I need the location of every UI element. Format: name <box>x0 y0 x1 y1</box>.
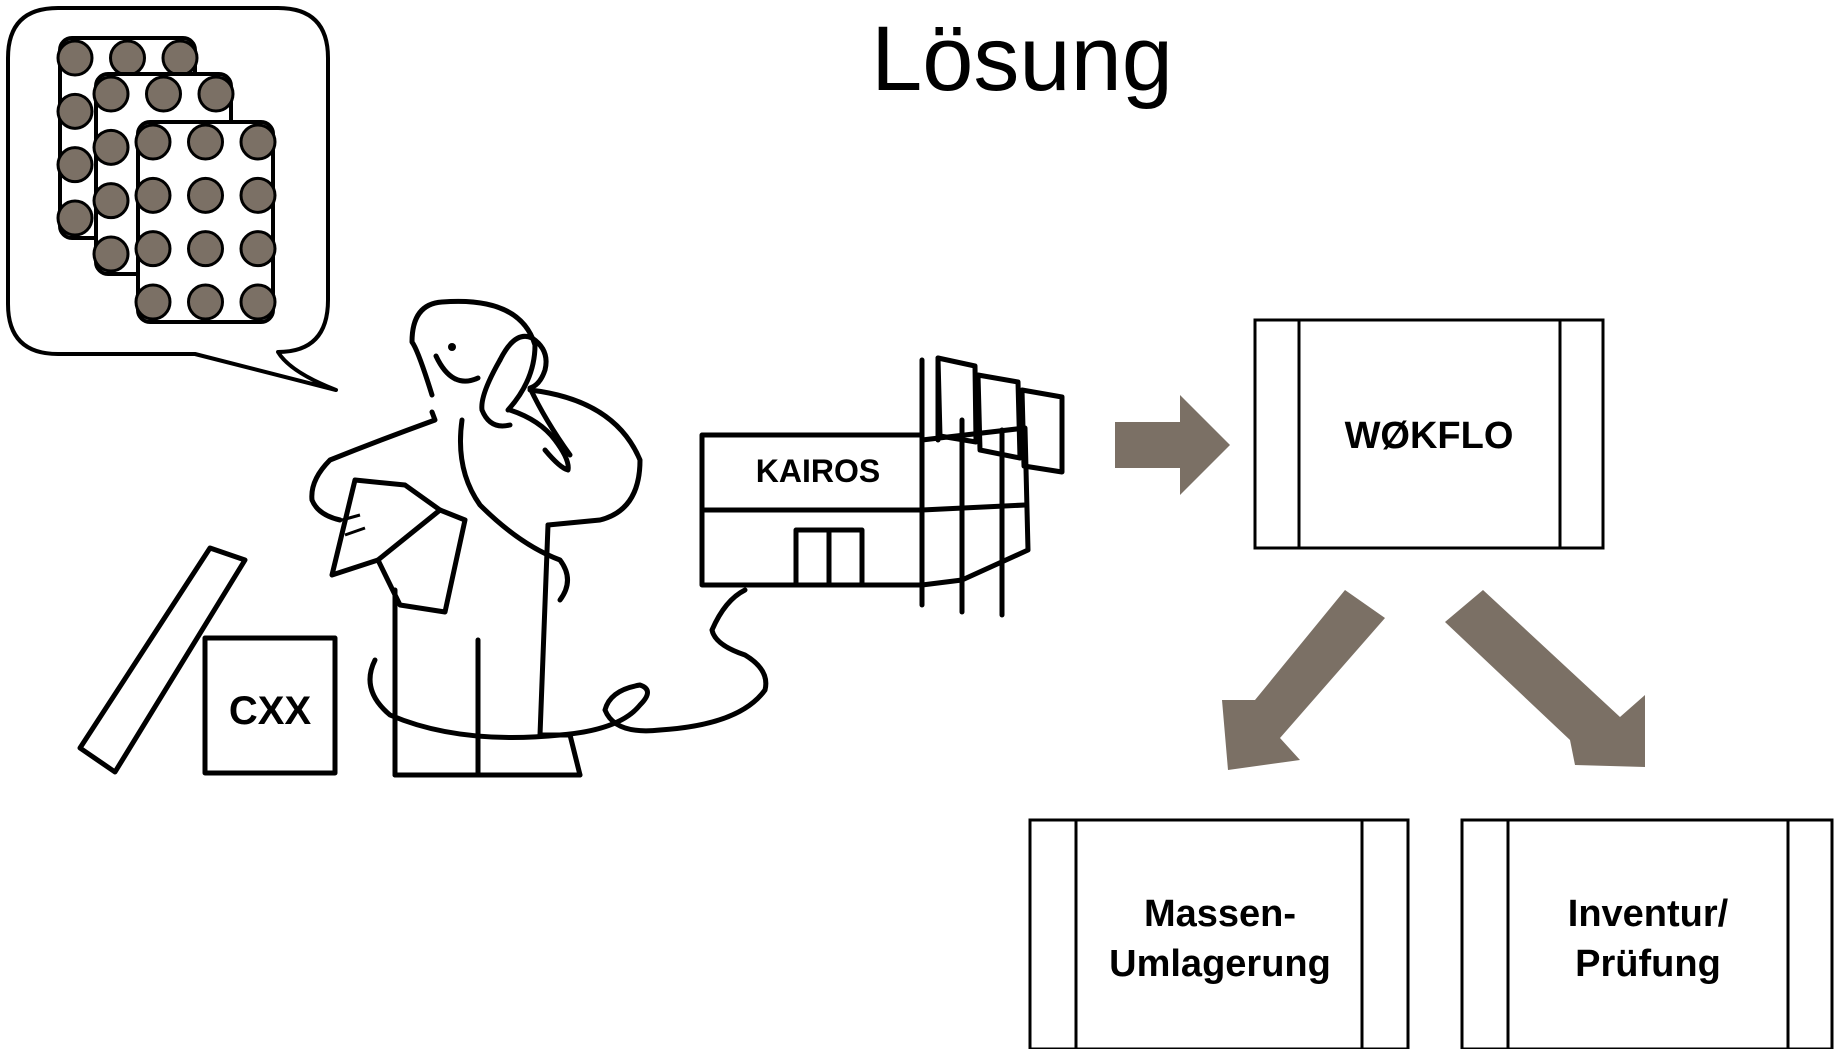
store-building-icon: KAIROS <box>699 355 1065 618</box>
child-left-line2: Umlagerung <box>1109 943 1331 985</box>
blister-pill <box>134 176 172 214</box>
child-box-inventory-check: Inventur/ Prüfung <box>1460 818 1834 1049</box>
blister-pill <box>56 39 94 77</box>
blister-pill <box>56 199 94 237</box>
blister-pill <box>56 146 94 184</box>
blister-pill <box>134 230 172 268</box>
slide-title: Lösung <box>871 8 1173 110</box>
child-left-line1: Massen- <box>1144 893 1296 935</box>
child-box-mass-relocation: Massen- Umlagerung <box>1028 818 1410 1049</box>
box-label: CXX <box>229 689 312 733</box>
person-on-phone-icon <box>309 298 769 778</box>
blister-pill <box>239 283 277 321</box>
blister-pill <box>197 75 235 113</box>
blister-pill <box>92 182 130 220</box>
arrow-down-right-icon <box>1445 590 1645 767</box>
blister-pill <box>145 75 182 113</box>
blister-pill <box>134 283 172 321</box>
blister-pill <box>92 128 130 166</box>
arrow-down-left-icon <box>1222 590 1385 770</box>
arrow-right-icon <box>1115 395 1230 495</box>
blister-pill <box>56 92 94 130</box>
system-box: WØKFLO <box>1253 318 1605 550</box>
blister-pill <box>161 39 199 77</box>
speech-bubble-icon <box>6 6 338 392</box>
child-right-line2: Prüfung <box>1575 943 1721 985</box>
blister-pill <box>187 176 224 214</box>
blister-pill <box>92 75 130 113</box>
blister-pill <box>187 230 224 268</box>
child-right-line1: Inventur/ <box>1568 893 1729 935</box>
blister-pill <box>239 123 277 161</box>
blister-pill <box>109 39 146 77</box>
blister-pack-icon <box>56 36 277 324</box>
blister-pill <box>134 123 172 161</box>
cardboard-box-icon: CXX <box>77 545 338 776</box>
blister-pill <box>187 283 224 321</box>
blister-pill <box>187 123 224 161</box>
blister-pill <box>239 230 277 268</box>
system-label: WØKFLO <box>1345 415 1514 457</box>
blister-pill <box>92 235 130 273</box>
blister-pack <box>136 120 275 324</box>
blister-pill <box>239 176 277 214</box>
store-label: KAIROS <box>756 453 880 489</box>
